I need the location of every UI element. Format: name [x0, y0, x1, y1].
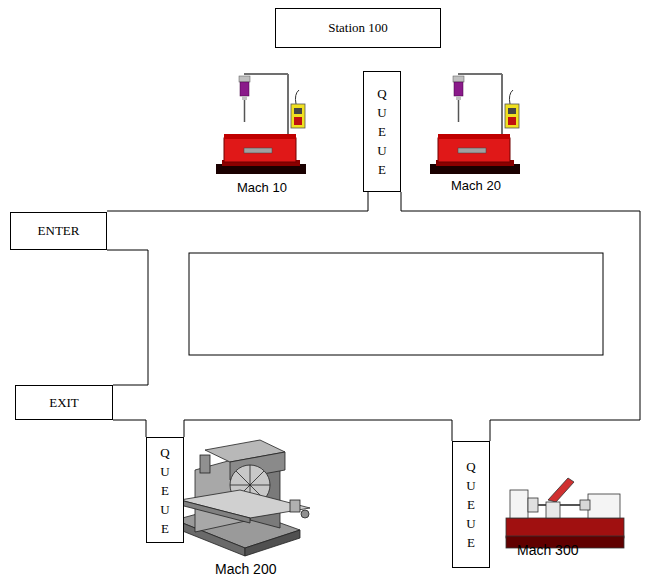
box-label: ENTER: [38, 223, 80, 239]
station-box: Station 100: [275, 8, 441, 48]
corridor-wall: [107, 192, 640, 441]
box-label: QUEUE: [159, 443, 172, 538]
box-label: EXIT: [49, 395, 79, 411]
queue-box: QUEUE: [146, 437, 184, 543]
center-island: [189, 253, 603, 355]
drill-press: [216, 74, 306, 174]
queue-box: QUEUE: [452, 441, 490, 568]
box-label: QUEUE: [376, 84, 389, 179]
queue-box: QUEUE: [363, 71, 401, 192]
box-label: QUEUE: [465, 457, 478, 552]
drill-press: [430, 74, 520, 174]
station-box: ENTER: [10, 212, 107, 250]
lathe: [506, 478, 624, 548]
milling-machine: [175, 440, 310, 556]
machine-label: Mach 10: [237, 180, 287, 195]
box-label: Station 100: [328, 20, 388, 36]
machine-label: Mach 20: [451, 178, 501, 193]
machine-label: Mach 300: [517, 542, 578, 558]
machine-label: Mach 200: [215, 561, 276, 577]
station-box: EXIT: [15, 385, 113, 420]
